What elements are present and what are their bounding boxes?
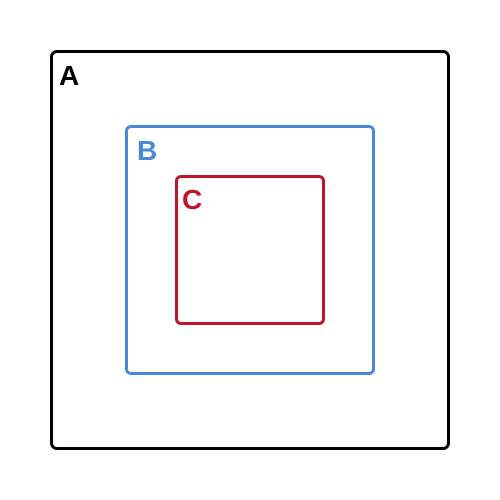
- box-b-label: B: [137, 135, 158, 166]
- box-c-label: C: [182, 184, 203, 215]
- box-b: [125, 125, 375, 375]
- box-c: [175, 175, 325, 325]
- box-a: [50, 50, 450, 450]
- box-a-label: A: [59, 60, 80, 91]
